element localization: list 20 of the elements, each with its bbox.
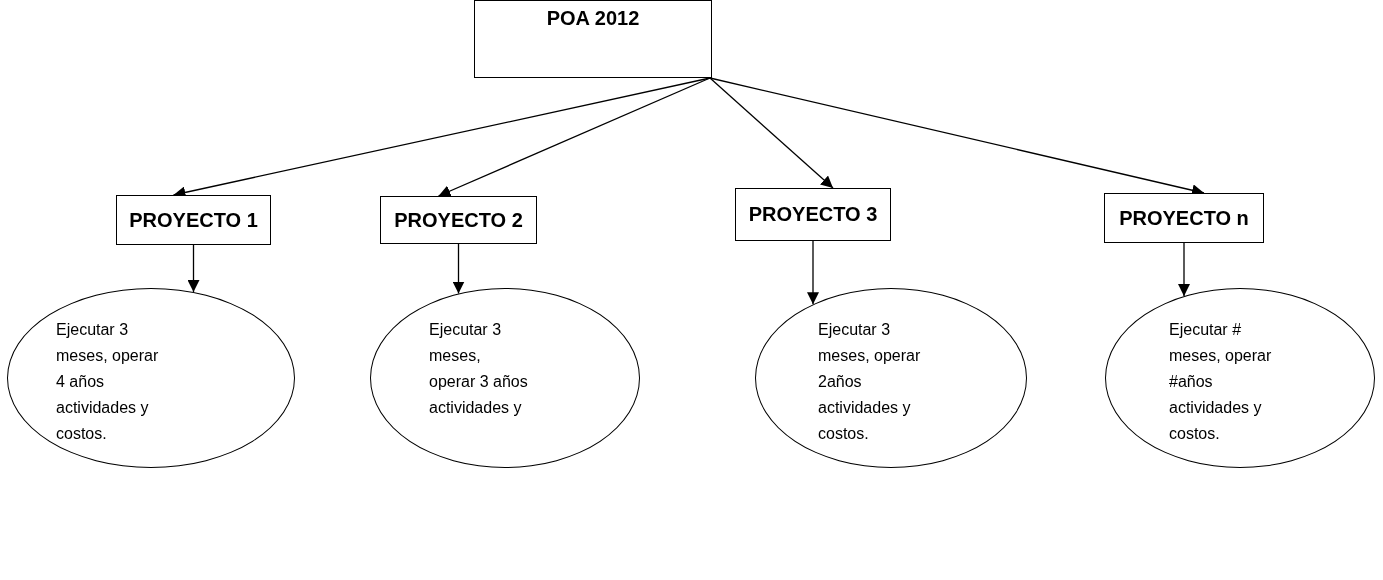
arrow (437, 77, 711, 197)
arrow (807, 240, 819, 305)
node-description: Ejecutar 3 meses, operar 2años actividades y costos. (818, 320, 922, 444)
arrow (452, 243, 465, 295)
project-box (116, 195, 271, 245)
project-box (380, 196, 537, 244)
node-description: Ejecutar # meses, operar #años actividades y costos. (1169, 320, 1273, 444)
arrow (187, 244, 200, 293)
node-title: PROYECTO 2 (394, 208, 523, 232)
title-box (474, 0, 712, 78)
arrow (1178, 242, 1190, 297)
node-description: Ejecutar 3 meses, operar 3 años actividades y (429, 320, 529, 418)
node-title: PROYECTO n (1119, 206, 1249, 230)
project-box (1104, 193, 1264, 243)
node-title: POA 2012 (546, 7, 640, 30)
project-box (735, 188, 891, 241)
node-title: PROYECTO 3 (748, 203, 878, 226)
node-title: PROYECTO 1 (129, 208, 258, 232)
arrow (709, 77, 834, 189)
node-description: Ejecutar 3 meses, operar 4 años actividades y costos. (56, 320, 160, 444)
